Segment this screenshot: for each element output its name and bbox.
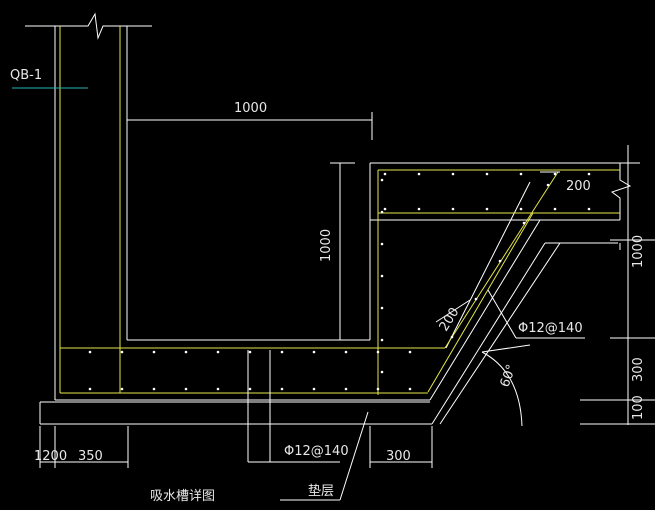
rebar-dot (380, 210, 384, 214)
dim-bottom-300: 300 (386, 449, 411, 464)
dim-right-mid: 300 (631, 357, 646, 382)
rebar-dot (88, 387, 92, 391)
rebar-dot (344, 350, 348, 354)
rebar-dot (376, 350, 380, 354)
rebar-dot (553, 172, 557, 176)
rebar-dot (312, 387, 316, 391)
rebar-dot (383, 172, 387, 176)
rebar-dot (344, 387, 348, 391)
rebar-dot (152, 387, 156, 391)
rebar-dot (553, 207, 557, 211)
rebar-dot (380, 306, 384, 310)
rebar-dot (587, 172, 591, 176)
rebar-slope-label: Φ12@140 (518, 321, 583, 336)
rebar-dot (88, 350, 92, 354)
rebar-dot (485, 172, 489, 176)
angle-label: 60° (498, 363, 520, 390)
dim-left-height: 1000 (319, 229, 334, 262)
rebar-bottom-label: Φ12@140 (284, 444, 349, 459)
rebar-dot (546, 183, 550, 187)
leader-note: 垫层 (308, 483, 334, 499)
rebar-dot (417, 172, 421, 176)
rebar-dot (417, 207, 421, 211)
dim-bottom-350: 350 (78, 449, 103, 464)
rebar-dot (120, 350, 124, 354)
rebar-dot (380, 274, 384, 278)
rebar-dot (408, 350, 412, 354)
rebar-dot (376, 387, 380, 391)
rebar-dot (184, 387, 188, 391)
dim-top-width: 1000 (234, 101, 267, 116)
rebar-dot (248, 350, 252, 354)
rebar-dot (280, 350, 284, 354)
rebar-dot (216, 387, 220, 391)
rebar-dot (451, 207, 455, 211)
rebar-dot (184, 350, 188, 354)
rebar-dot (451, 172, 455, 176)
rebar-dot (380, 242, 384, 246)
wall-tag: QB-1 (10, 68, 42, 83)
rebar-dot (587, 207, 591, 211)
dim-bottom-1200: 1200 (34, 449, 67, 464)
dimension-lines (39, 112, 655, 501)
rebar-lines (59, 26, 620, 395)
rebar-dot (312, 350, 316, 354)
rebar-dot (383, 207, 387, 211)
rebar-dot (380, 178, 384, 182)
rebar-dot (280, 387, 284, 391)
rebar-dot (248, 387, 252, 391)
rebar-dot (522, 221, 526, 225)
dim-right-upper: 1000 (631, 235, 646, 268)
dim-slope-thickness: 200 (437, 305, 463, 334)
rebar-dot (216, 350, 220, 354)
rebar-dot (474, 297, 478, 301)
rebar-dot (152, 350, 156, 354)
rebar-dot (408, 387, 412, 391)
rebar-dot (120, 387, 124, 391)
rebar-dot (498, 259, 502, 263)
rebar-dot (519, 207, 523, 211)
rebar-dot (380, 370, 384, 374)
rebar-dots (88, 172, 591, 391)
rebar-dot (519, 172, 523, 176)
rebar-dot (450, 335, 454, 339)
rebar-dot (380, 338, 384, 342)
rebar-dot (485, 207, 489, 211)
concrete-outline (25, 12, 632, 425)
dim-cut-width: 200 (566, 179, 591, 194)
drawing-title: 吸水槽详图 (150, 489, 215, 504)
dim-right-low: 100 (631, 395, 646, 420)
